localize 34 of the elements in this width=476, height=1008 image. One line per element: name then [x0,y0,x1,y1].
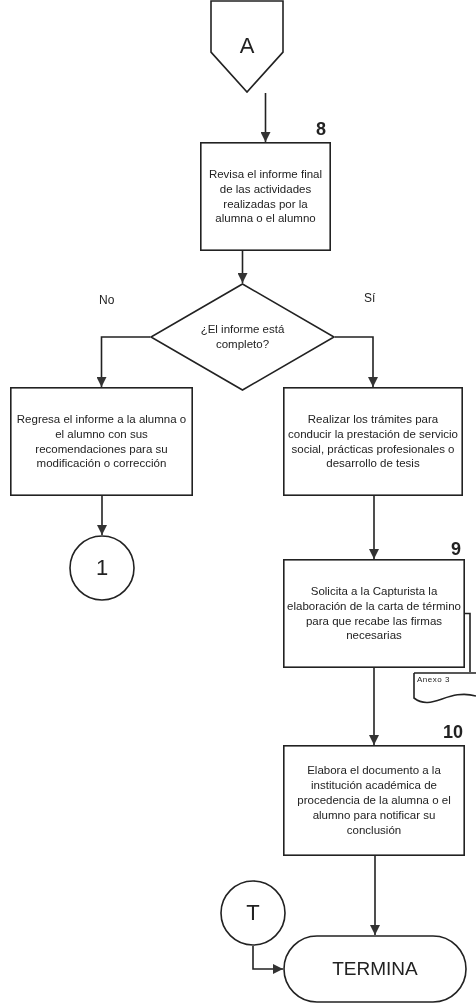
step-text: Realizar los trámites para conducir la prestación de servicio social, prácticas profesionales o desarrollo de tesis [287,411,459,472]
connector-label: A [239,32,255,61]
arrow [97,495,107,536]
process-box [283,387,463,496]
process-box [10,387,193,496]
step-text: Elabora el documento a la institución académica de procedencia de la alumna o el alumno para notificar su conclusión [296,763,452,838]
step-number: 8 [316,120,326,138]
process-box [200,142,331,251]
step-text: Regresa el informe a la alumna o el alumno con sus recomendaciones para su modificación o corrección [15,411,188,472]
step-number: 9 [451,540,461,558]
decision-diamond [150,283,335,391]
arrow [96,336,151,388]
arrow [370,855,380,936]
connector-label: 1 [95,553,109,582]
arrow [260,92,271,143]
arrow [369,667,379,746]
step-number: 10 [443,723,464,741]
arrow [369,495,379,560]
process-box [283,559,465,668]
step-text: Revisa el informe final de las actividades realizadas por la alumna o el alumno [207,166,324,227]
edge-label: No [97,293,117,307]
connector-circle [220,880,286,946]
connector-label: T [246,898,260,927]
terminal-label: TERMINA [332,956,418,981]
process-box [283,745,465,856]
arrow [252,945,284,974]
connector-circle [69,535,135,601]
edge-label: Sí [362,291,378,305]
document-label: Anexo 3 [417,675,450,686]
arrow [334,336,378,388]
offpage-connector [210,0,284,93]
step-text: Solicita a la Capturista la elaboración de la carta de término para que recabe las firmas necesarias [286,583,462,644]
arrow [237,250,248,284]
decision-text: ¿El informe está completo? [199,322,286,352]
